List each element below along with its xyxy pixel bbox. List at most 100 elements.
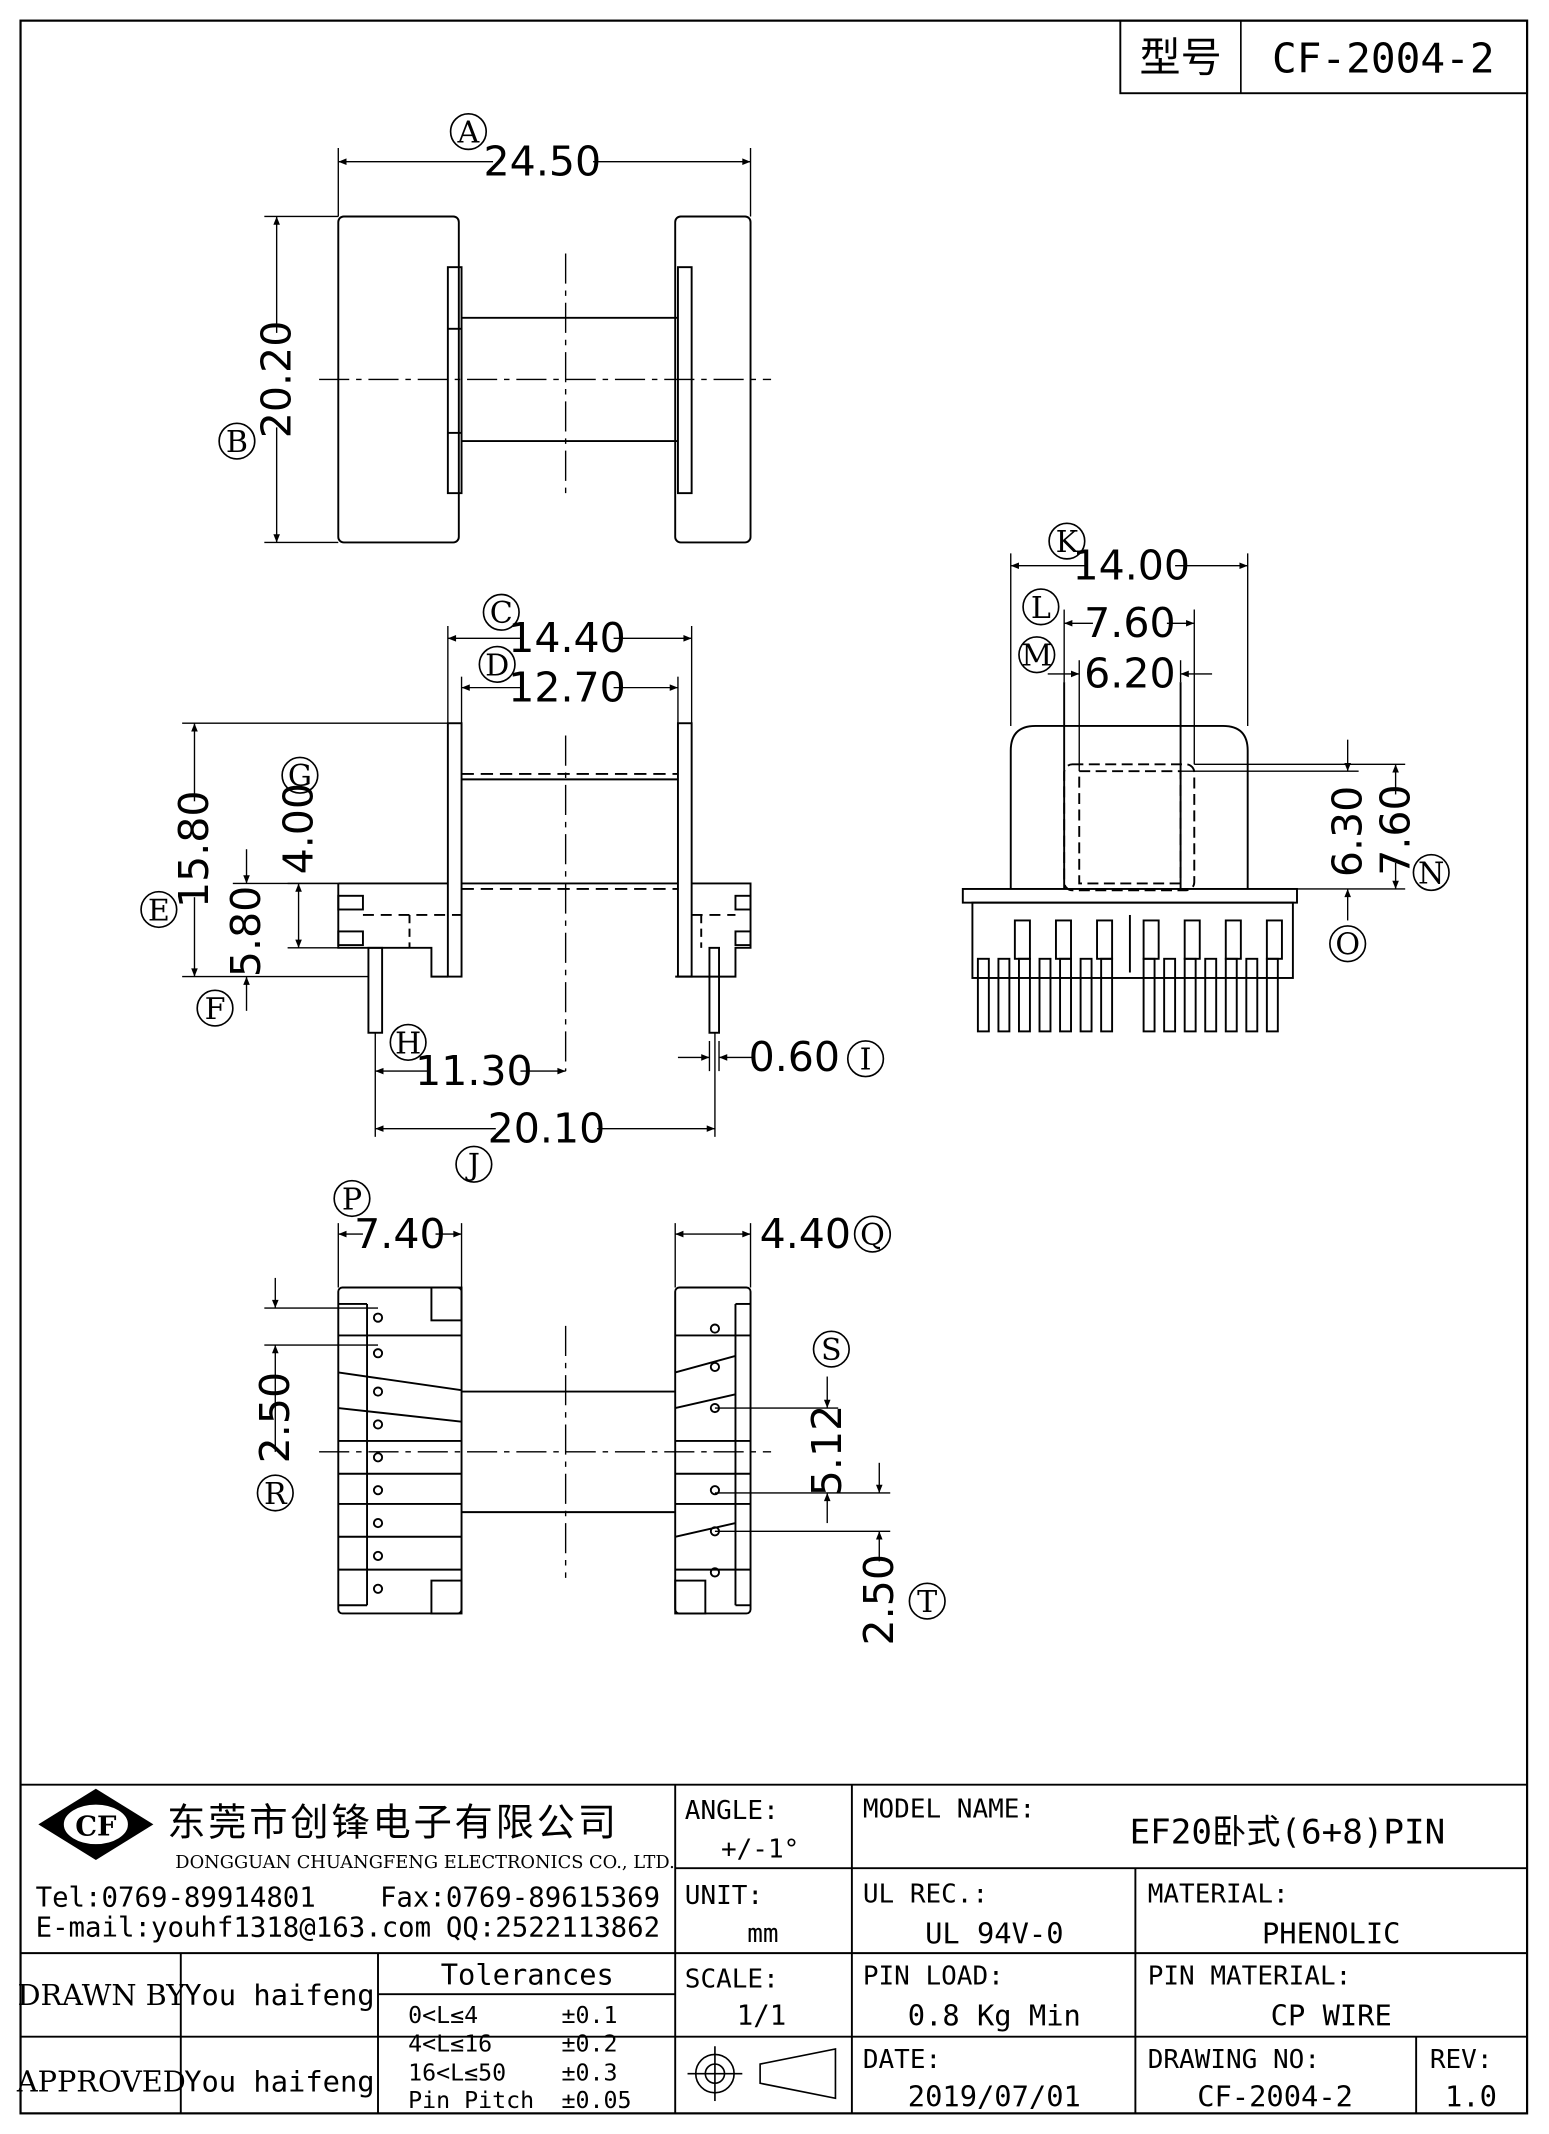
dim-l-value: 7.60 — [1084, 599, 1175, 647]
tolerance-range-4: Pin Pitch — [408, 2087, 534, 2114]
title-block-grid — [20, 1783, 1528, 2114]
model-name-label: MODEL NAME: — [863, 1795, 1035, 1825]
dim-b-value: 20.20 — [252, 321, 300, 439]
tolerance-range-1: 0<L≤4 — [408, 2002, 478, 2029]
svg-text:I: I — [860, 1043, 872, 1078]
ul-rec-value: UL 94V-0 — [925, 1917, 1063, 1951]
ul-rec-label: UL REC.: — [863, 1879, 988, 1909]
label-t-circle: T — [908, 1582, 946, 1620]
dim-p-value: 7.40 — [354, 1210, 445, 1258]
dim-s-value: 5.12 — [803, 1405, 851, 1496]
svg-text:O: O — [1335, 928, 1360, 963]
pin-load-value: 0.8 Kg Min — [908, 1999, 1081, 2033]
dim-e-value: 15.80 — [170, 790, 218, 908]
dim-c-value: 14.40 — [508, 614, 626, 662]
label-o-circle: O — [1329, 925, 1367, 963]
company-tel: Tel:0769-89914801 — [36, 1883, 316, 1914]
label-c-circle: C — [482, 593, 520, 631]
svg-text:T: T — [917, 1585, 937, 1620]
unit-value: mm — [747, 1919, 778, 1949]
dim-k-value: 14.00 — [1072, 541, 1190, 589]
angle-label: ANGLE: — [685, 1796, 779, 1826]
dim-q-value: 4.40 — [760, 1210, 851, 1258]
drawn-by-label: DRAWN BY — [17, 1978, 186, 2012]
unit-label: UNIT: — [685, 1881, 763, 1911]
label-a-circle: A — [449, 112, 488, 151]
scale-label: SCALE: — [685, 1964, 779, 1994]
label-f-circle: F — [196, 989, 234, 1027]
angle-value: +/-1° — [721, 1834, 799, 1864]
front-view — [182, 625, 754, 1137]
outer-border — [19, 19, 1529, 2115]
svg-text:N: N — [1418, 856, 1444, 891]
rev-label: REV: — [1430, 2045, 1493, 2075]
svg-text:L: L — [1031, 591, 1051, 626]
svg-text:C: C — [490, 596, 513, 631]
label-p-circle: P — [333, 1179, 371, 1217]
company-logo: CF — [38, 1788, 154, 1860]
tolerance-value-4: ±0.05 — [562, 2087, 632, 2114]
material-label: MATERIAL: — [1148, 1879, 1289, 1909]
model-name-value: EF20卧式(6+8)PIN — [1130, 1813, 1446, 1853]
dim-o-value: 6.30 — [1323, 786, 1371, 877]
svg-text:Q: Q — [860, 1218, 885, 1253]
label-b-circle: B — [218, 422, 256, 460]
dim-d-value: 12.70 — [508, 663, 626, 711]
label-e-circle: E — [140, 890, 178, 928]
model-header-label: 型号 — [1140, 33, 1222, 81]
dim-h-value: 11.30 — [415, 1047, 533, 1095]
tolerances-heading: Tolerances — [441, 1958, 614, 1992]
svg-text:H: H — [395, 1026, 421, 1061]
svg-text:E: E — [148, 893, 170, 928]
tolerance-value-1: ±0.1 — [562, 2002, 618, 2029]
bottom-view — [264, 1223, 891, 1615]
pin-material-value: CP WIRE — [1271, 1999, 1392, 2033]
svg-text:M: M — [1021, 639, 1052, 674]
label-g-circle: G — [281, 756, 319, 794]
date-value: 2019/07/01 — [908, 2080, 1081, 2114]
svg-text:B: B — [226, 425, 248, 460]
top-view — [264, 148, 772, 544]
drawing-no-label: DRAWING NO: — [1148, 2045, 1320, 2075]
svg-text:G: G — [288, 759, 312, 794]
svg-text:K: K — [1056, 525, 1079, 560]
dim-m-value: 6.20 — [1084, 650, 1175, 698]
label-j-circle: J — [455, 1145, 493, 1183]
dim-t-value: 2.50 — [855, 1554, 903, 1645]
label-l-circle: L — [1022, 588, 1060, 626]
company-name-cn: 东莞市创锋电子有限公司 — [167, 1800, 619, 1845]
label-s-circle: S — [812, 1330, 850, 1368]
material-value: PHENOLIC — [1262, 1917, 1400, 1951]
dim-r-value: 2.50 — [251, 1372, 299, 1463]
tolerance-range-3: 16<L≤50 — [408, 2059, 506, 2086]
projection-symbol-icon — [687, 2046, 837, 2102]
label-k-circle: K — [1048, 522, 1086, 560]
tolerance-range-2: 4<L≤16 — [408, 2031, 492, 2058]
label-h-circle: H — [389, 1023, 427, 1061]
dim-a-value: 24.50 — [484, 137, 602, 185]
pin-material-label: PIN MATERIAL: — [1148, 1962, 1352, 1992]
side-view — [961, 553, 1406, 1033]
approved-value: You haifeng — [184, 2064, 374, 2098]
drawing-no-value: CF-2004-2 — [1197, 2080, 1353, 2114]
svg-text:S: S — [821, 1333, 842, 1368]
label-i-circle: I — [846, 1040, 885, 1078]
tolerance-value-2: ±0.2 — [562, 2031, 618, 2058]
company-qq: QQ:2522113862 — [446, 1913, 660, 1944]
model-header-value: CF-2004-2 — [1272, 35, 1495, 83]
company-email: E-mail:youhf1318@163.com — [36, 1913, 432, 1944]
svg-text:R: R — [264, 1477, 288, 1512]
rev-value: 1.0 — [1445, 2080, 1497, 2114]
label-n-circle: N — [1412, 853, 1450, 891]
company-fax: Fax:0769-89615369 — [380, 1883, 660, 1914]
label-q-circle: Q — [853, 1215, 892, 1253]
dim-i-value: 0.60 — [749, 1033, 840, 1081]
label-r-circle: R — [256, 1474, 294, 1512]
svg-text:A: A — [457, 116, 481, 151]
dim-g-value: 4.00 — [274, 783, 322, 874]
dim-f-value: 5.80 — [222, 886, 270, 977]
label-m-circle: M — [1018, 636, 1056, 674]
tolerance-value-3: ±0.3 — [562, 2059, 618, 2086]
dim-n-value: 7.60 — [1371, 784, 1419, 875]
